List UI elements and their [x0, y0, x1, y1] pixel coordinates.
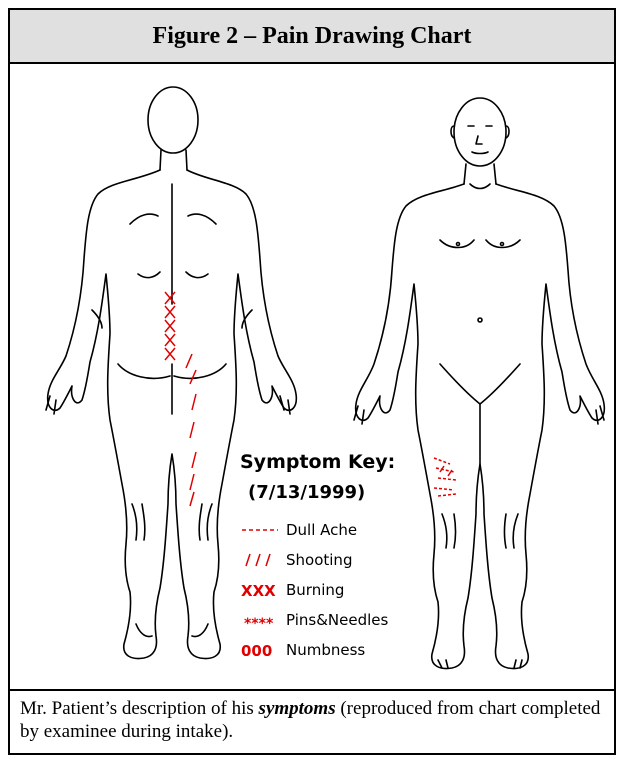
circle-marks-icon: 000 — [241, 642, 272, 660]
key-label-burning: Burning — [286, 581, 344, 599]
key-label-numbness: Numbness — [286, 641, 365, 659]
x-marks-icon: XXX — [241, 582, 276, 600]
key-item-numbness: 000 Numbness — [241, 641, 365, 660]
caption-emphasis: symptoms — [259, 698, 336, 719]
back-view-figure — [46, 87, 296, 658]
caption-text-before: Mr. Patient’s description of his — [20, 698, 259, 719]
front-leg-marks — [434, 458, 456, 496]
burning-x-marks — [165, 292, 175, 360]
figure-frame: Figure 2 – Pain Drawing Chart — [8, 8, 616, 755]
key-item-burning: XXX Burning — [241, 581, 344, 600]
shooting-slash-marks — [186, 354, 196, 506]
figure-title: Figure 2 – Pain Drawing Chart — [153, 23, 472, 50]
key-item-dull-ache: Dull Ache — [242, 521, 357, 539]
slash-lines-icon — [246, 554, 270, 566]
symptom-key-date: (7/13/1999) — [248, 482, 365, 503]
front-view-figure — [354, 98, 604, 668]
front-head — [454, 98, 506, 166]
key-label-shooting: Shooting — [286, 551, 352, 569]
symptom-marks — [165, 292, 456, 506]
pain-drawing-area: Symptom Key: (7/13/1999) Dull Ache Shoot… — [10, 64, 614, 689]
symptom-key-heading: Symptom Key: — [240, 451, 395, 473]
figure-caption: Mr. Patient’s description of his symptom… — [10, 689, 614, 753]
asterisk-marks-icon: **** — [244, 616, 274, 632]
key-item-shooting: Shooting — [246, 551, 352, 569]
key-item-pins-needles: **** Pins&Needles — [244, 611, 388, 632]
key-label-dull-ache: Dull Ache — [286, 521, 357, 539]
symptom-key: Symptom Key: (7/13/1999) Dull Ache Shoot… — [240, 451, 395, 660]
back-head — [148, 87, 198, 153]
key-label-pins-needles: Pins&Needles — [286, 611, 388, 629]
pain-drawing-svg: Symptom Key: (7/13/1999) Dull Ache Shoot… — [10, 64, 614, 689]
figure-title-bar: Figure 2 – Pain Drawing Chart — [10, 10, 614, 64]
